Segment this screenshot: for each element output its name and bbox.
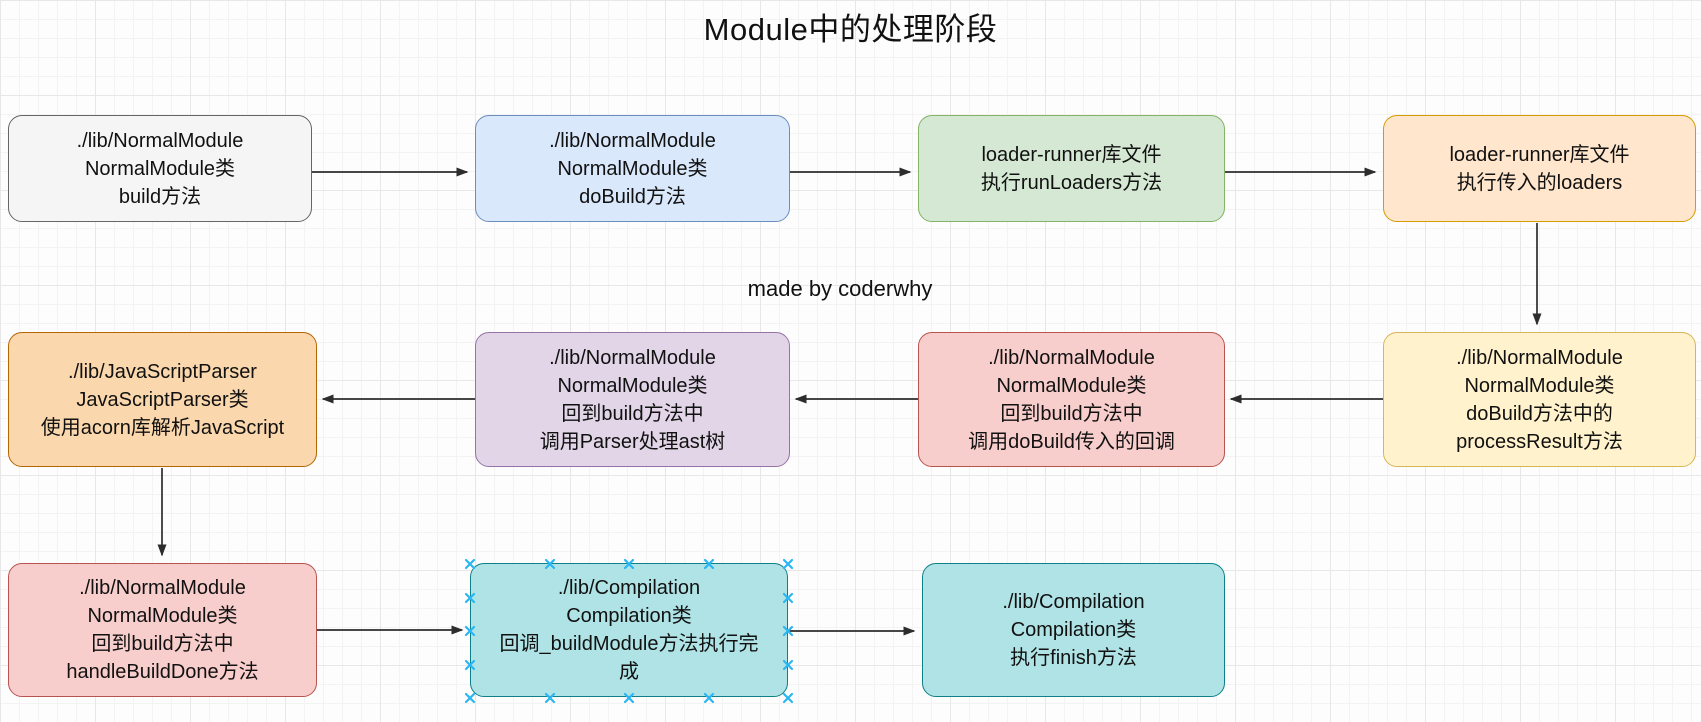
connection-point-icon[interactable] bbox=[464, 658, 476, 670]
node-loaders[interactable]: loader-runner库文件执行传入的loaders bbox=[1383, 115, 1696, 222]
connection-point-icon[interactable] bbox=[544, 557, 556, 570]
connection-point-icon[interactable] bbox=[544, 691, 556, 704]
watermark-text: made by coderwhy bbox=[747, 276, 933, 301]
node-label: loader-runner库文件执行runLoaders方法 bbox=[980, 143, 1163, 194]
connection-point-icon[interactable] bbox=[782, 658, 794, 670]
node-label: loader-runner库文件执行传入的loaders bbox=[1449, 143, 1630, 194]
connection-point-icon[interactable] bbox=[623, 691, 635, 704]
connection-point-icon[interactable] bbox=[782, 557, 794, 570]
node-runloaders[interactable]: loader-runner库文件执行runLoaders方法 bbox=[918, 115, 1225, 222]
diagram-title: Module中的处理阶段 bbox=[703, 12, 998, 47]
connection-point-icon[interactable] bbox=[782, 591, 794, 603]
connection-point-icon[interactable] bbox=[782, 624, 794, 637]
connection-point-icon[interactable] bbox=[464, 624, 476, 637]
connection-point-icon[interactable] bbox=[464, 591, 476, 603]
connection-point-icon[interactable] bbox=[623, 557, 635, 570]
connection-point-icon[interactable] bbox=[703, 691, 715, 704]
connection-point-icon[interactable] bbox=[782, 691, 794, 704]
connection-point-icon[interactable] bbox=[703, 557, 715, 570]
connection-point-icon[interactable] bbox=[464, 691, 476, 704]
connection-point-icon[interactable] bbox=[464, 557, 476, 570]
